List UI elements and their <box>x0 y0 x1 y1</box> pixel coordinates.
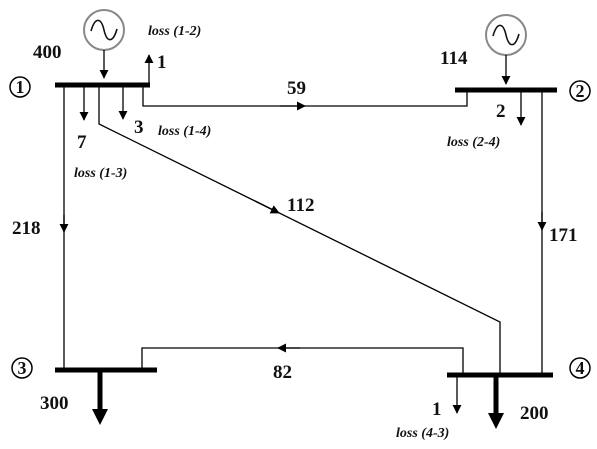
bus-4-circle <box>569 357 591 379</box>
loss-2-4-label: loss (2-4) <box>447 135 500 150</box>
generator-1-icon <box>83 9 125 79</box>
bus-1-label: 1 <box>9 76 31 98</box>
bus-4-label: 4 <box>569 357 591 379</box>
loss-2-4-value: 2 <box>496 101 506 122</box>
line-1-4 <box>98 87 501 373</box>
bus-2-number: 2 <box>576 81 585 101</box>
loss-1-2-value: 1 <box>157 52 167 73</box>
bus-3-circle <box>11 357 33 379</box>
bus-2-circle <box>569 80 591 102</box>
bus-4-number: 4 <box>576 358 585 378</box>
loss-1-3-value: 7 <box>77 132 87 153</box>
load-bus-3-value: 300 <box>40 393 69 414</box>
bus-1-number: 1 <box>16 77 25 97</box>
line-1-2 <box>142 87 468 111</box>
generation-bus-2: 114 <box>440 48 468 69</box>
loss-4-3-value: 1 <box>432 399 442 420</box>
bus-1-circle <box>9 76 31 98</box>
loss-1-4-label: loss (1-4) <box>158 124 211 139</box>
flow-1-4-value: 112 <box>287 195 314 216</box>
loss-1-2-label: loss (1-2) <box>148 24 201 39</box>
load-3-arrow <box>92 372 108 425</box>
flow-1-3-value: 218 <box>12 218 41 239</box>
bus-3-number: 3 <box>18 358 27 378</box>
loss-4-3-label: loss (4-3) <box>396 426 449 441</box>
generator-2-icon <box>485 14 527 85</box>
flow-2-4-value: 171 <box>549 225 578 246</box>
line-4-3 <box>141 343 464 373</box>
flow-4-3-value: 82 <box>273 362 292 383</box>
bus-2-label: 2 <box>569 80 591 102</box>
load-4-arrow <box>488 377 504 429</box>
generation-bus-1: 400 <box>33 42 62 63</box>
flow-1-2-value: 59 <box>287 78 306 99</box>
loss-1-3-label: loss (1-3) <box>74 166 127 181</box>
bus-3-label: 3 <box>11 357 33 379</box>
loss-1-4-value: 3 <box>134 117 144 138</box>
load-bus-4-value: 200 <box>520 403 549 424</box>
